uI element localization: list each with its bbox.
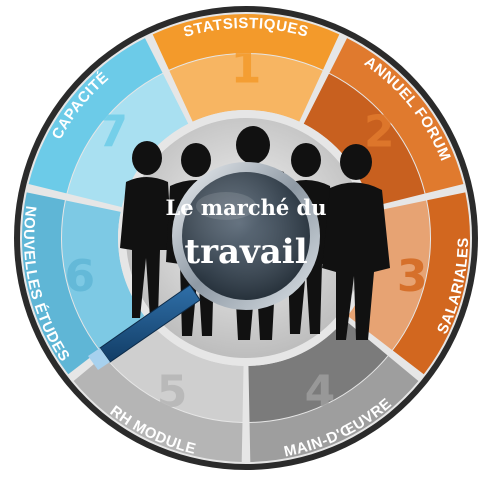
segment-7-outer bbox=[28, 38, 163, 194]
segment-1-outer bbox=[152, 14, 340, 70]
segment-4-inner bbox=[248, 319, 388, 422]
segment-number: 7 bbox=[97, 107, 128, 158]
segment-number: 1 bbox=[231, 43, 262, 94]
segment-5-outer bbox=[73, 356, 243, 462]
segment-6-inner bbox=[61, 200, 145, 350]
center-title-line1: Le marché du bbox=[165, 195, 326, 220]
segment-4-outer bbox=[249, 356, 419, 462]
segment-number: 6 bbox=[64, 251, 95, 302]
magnifying-glass-icon bbox=[88, 162, 320, 370]
segment-1-inner bbox=[169, 54, 323, 122]
segment-number: 3 bbox=[397, 251, 428, 302]
segment-5-inner bbox=[104, 319, 244, 422]
segment-number: 5 bbox=[157, 367, 188, 418]
segment-7-inner bbox=[67, 73, 189, 208]
segment-2-outer bbox=[329, 38, 464, 194]
segment-number: 2 bbox=[364, 107, 395, 158]
segment-number: 4 bbox=[305, 367, 336, 418]
segment-2-inner bbox=[303, 73, 425, 208]
center-title-line2: travail bbox=[184, 232, 307, 272]
segments-layer: 1 2 3 4 5 6 7 bbox=[20, 12, 472, 464]
segment-6-outer bbox=[21, 192, 100, 375]
segment-3-outer bbox=[392, 192, 470, 375]
